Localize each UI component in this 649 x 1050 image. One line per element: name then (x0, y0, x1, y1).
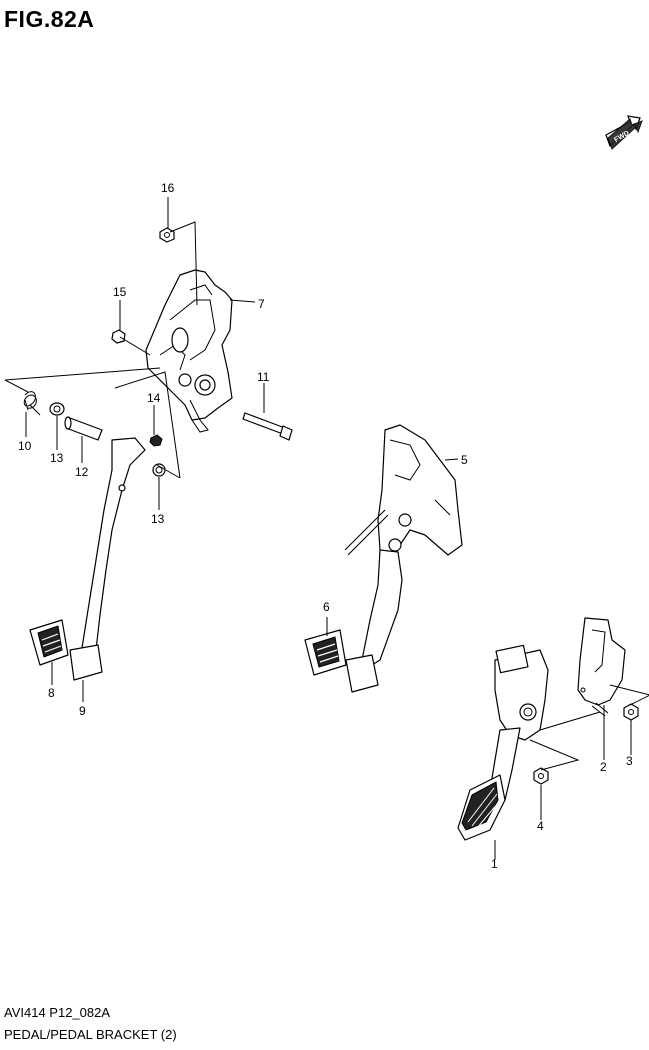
callout-3: 3 (626, 754, 633, 768)
callout-1: 1 (491, 857, 498, 871)
callout-7: 7 (258, 297, 265, 311)
accelerator-pedal-module (494, 644, 549, 741)
bushing-13-left (49, 402, 65, 416)
callout-2: 2 (600, 760, 607, 774)
callout-9: 9 (79, 704, 86, 718)
pedal-pad-9 (69, 644, 103, 681)
callout-14: 14 (147, 391, 161, 405)
callout-10: 10 (18, 439, 32, 453)
shaft-12 (64, 416, 103, 441)
pedal-pad-rubber-6 (304, 629, 347, 676)
clutch-pedal-arm (81, 437, 146, 651)
callout-5: 5 (461, 453, 468, 467)
leader-lines-right (494, 684, 649, 860)
accelerator-pedal-pad-1 (457, 774, 506, 841)
nut-14 (149, 434, 163, 447)
nut-16 (159, 227, 175, 243)
callout-13-right: 13 (151, 512, 165, 526)
figure-description: PEDAL/PEDAL BRACKET (2) (4, 1027, 177, 1042)
bushing-13-right (152, 463, 166, 477)
leader-lines-left (4, 221, 256, 479)
nut-3 (623, 703, 639, 721)
return-spring-10 (23, 391, 41, 416)
brake-pedal-arm (361, 549, 403, 666)
fwd-arrow-icon: FWD (605, 115, 643, 150)
callout-15: 15 (113, 285, 127, 299)
figure-title: FIG.82A (4, 6, 95, 32)
figure-code: AVI414 P12_082A (4, 1005, 111, 1020)
nut-15 (111, 329, 126, 344)
pedal-pad-rubber-8 (29, 619, 69, 666)
callout-16: 16 (161, 181, 175, 195)
brake-pedal-bracket (377, 424, 463, 556)
brake-pedal-pad (345, 654, 379, 693)
callout-11: 11 (257, 370, 270, 384)
bolt-11 (242, 412, 293, 441)
callout-leaders (25, 197, 328, 702)
clutch-pedal-bracket (145, 269, 233, 433)
brake-switch-wire (344, 509, 389, 556)
mounting-bracket-2 (577, 617, 626, 706)
stud-bolts (591, 702, 609, 717)
leader-5 (444, 458, 459, 461)
callout-4: 4 (537, 819, 544, 833)
callout-8: 8 (48, 686, 55, 700)
callout-6: 6 (323, 600, 330, 614)
callout-12: 12 (75, 465, 89, 479)
nut-4 (533, 767, 549, 785)
callout-13-left: 13 (50, 451, 64, 465)
